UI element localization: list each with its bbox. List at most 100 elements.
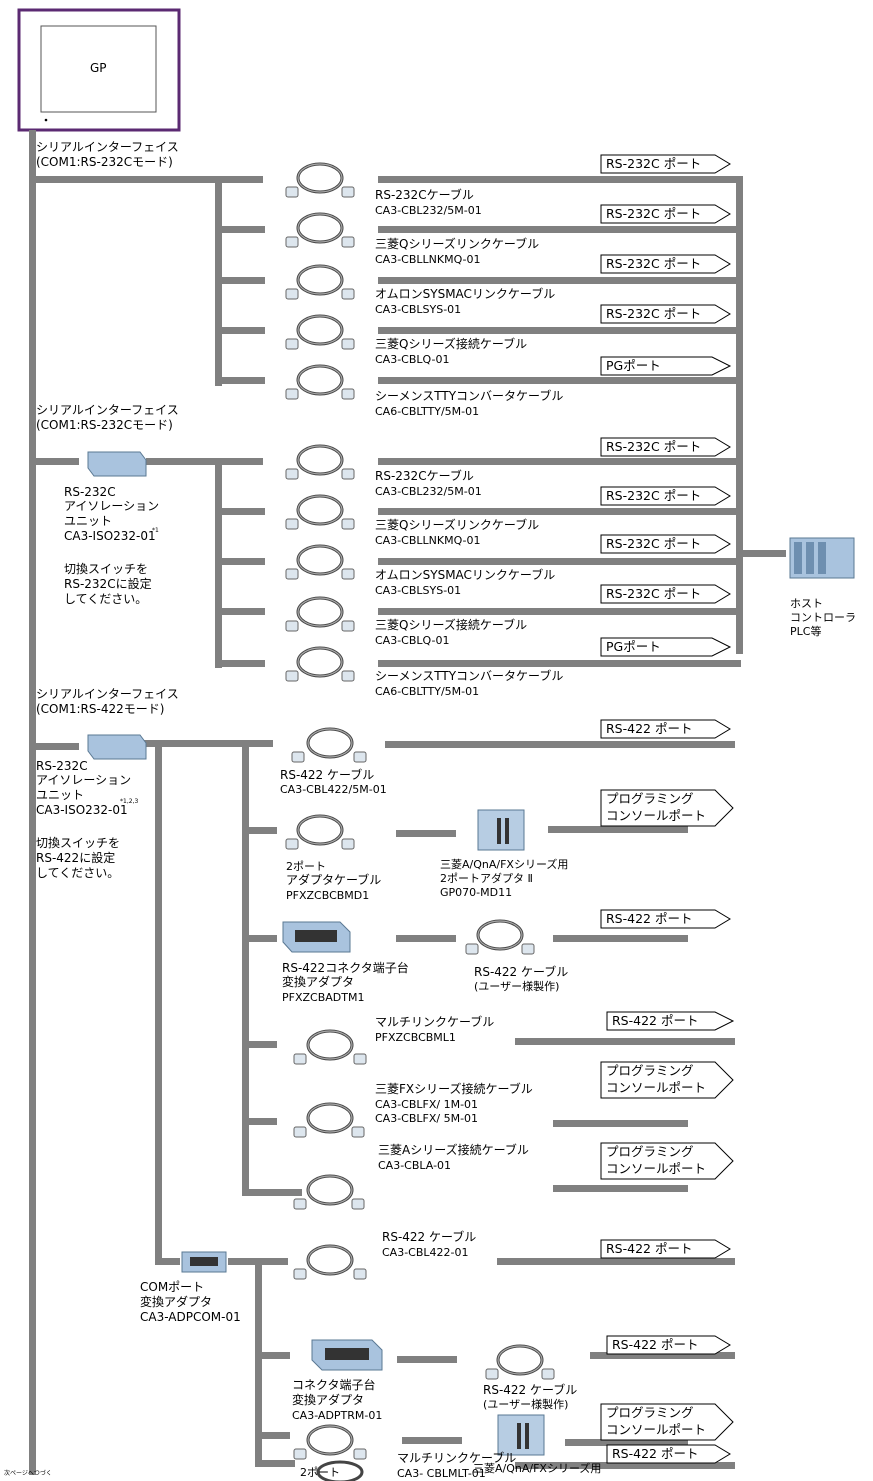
iso-note: RS-422に設定 bbox=[36, 851, 116, 865]
iso-line: CA3-ISO232-01 bbox=[36, 803, 128, 817]
host-bus-line bbox=[736, 176, 743, 654]
port-label: RS-422 ポート bbox=[612, 1013, 699, 1028]
com-adapter: CA3-ADPCOM-01 bbox=[140, 1310, 241, 1324]
cable-model: CA3-CBLQ-01 bbox=[375, 634, 450, 647]
host-line: PLC等 bbox=[790, 625, 822, 638]
cable-name: 三菱Qシリーズ接続ケーブル bbox=[375, 337, 528, 351]
prog-port: コンソールポート bbox=[606, 1161, 707, 1176]
host-line: コントローラ bbox=[790, 611, 856, 624]
section2-subtitle: (COM1:RS-232Cモード) bbox=[36, 418, 173, 432]
cable-model: CA3-CBLQ-01 bbox=[375, 353, 450, 366]
port-label: RS-422 ポート bbox=[612, 1337, 699, 1352]
port-label: RS-232C ポート bbox=[606, 256, 702, 271]
section1-title: シリアルインターフェイス bbox=[36, 140, 179, 154]
iso-note: 切換スイッチを bbox=[36, 836, 121, 850]
user-cable: (ユーザー様製作) bbox=[474, 980, 560, 993]
terminal-line: CA3-ADPTRM-01 bbox=[292, 1409, 383, 1422]
port-label: RS-422 ポート bbox=[606, 911, 693, 926]
port-label: RS-232C ポート bbox=[606, 488, 702, 503]
iso-line: RS-232C bbox=[36, 759, 88, 773]
cable-name: 三菱Qシリーズ接続ケーブル bbox=[375, 618, 528, 632]
cable-model: CA3-CBL232/5M-01 bbox=[375, 204, 482, 217]
cable-model: CA6-CBLTTY/5M-01 bbox=[375, 405, 480, 418]
user-cable: (ユーザー様製作) bbox=[483, 1398, 569, 1411]
prog-port: プログラミング bbox=[606, 1063, 694, 1078]
multilink-name: マルチリンクケーブル bbox=[397, 1451, 517, 1465]
terminal-line: PFXZCBADTM1 bbox=[282, 991, 365, 1004]
cable-name: RS-422 ケーブル bbox=[382, 1230, 477, 1244]
port-label: RS-232C ポート bbox=[606, 156, 702, 171]
md-adapter: 三菱A/QnA/FXシリーズ用 bbox=[473, 1462, 602, 1475]
iso-note: してください。 bbox=[36, 866, 120, 880]
iso-note: してください。 bbox=[64, 592, 148, 606]
multilink-name: マルチリンクケーブル bbox=[375, 1015, 495, 1029]
iso-note: 切換スイッチを bbox=[64, 562, 149, 576]
cable-model: CA3-CBLSYS-01 bbox=[375, 303, 462, 316]
a-cable: CA3-CBLA-01 bbox=[378, 1159, 452, 1172]
fx-cable: CA3-CBLFX/ 5M-01 bbox=[375, 1112, 479, 1125]
main-trunk-line bbox=[29, 130, 36, 1475]
cable-model: CA3-CBL232/5M-01 bbox=[375, 485, 482, 498]
iso-footnote: *1 bbox=[152, 527, 159, 534]
port-label: RS-232C ポート bbox=[606, 586, 702, 601]
section3-title: シリアルインターフェイス bbox=[36, 687, 179, 701]
com-adapter: 変換アダプタ bbox=[140, 1295, 213, 1309]
multilink-model: PFXZCBCBML1 bbox=[375, 1031, 456, 1044]
port-label: PGポート bbox=[606, 358, 661, 373]
cable-model: CA3-CBLSYS-01 bbox=[375, 584, 462, 597]
cable-name: RS-232Cケーブル bbox=[375, 469, 474, 483]
iso-line: アイソレーション bbox=[64, 499, 160, 513]
fx-cable: CA3-CBLFX/ 1M-01 bbox=[375, 1098, 479, 1111]
user-cable: RS-422 ケーブル bbox=[483, 1383, 578, 1397]
port-label: RS-232C ポート bbox=[606, 536, 702, 551]
cable-model: CA3-CBLLNKMQ-01 bbox=[375, 534, 481, 547]
multilink-model: CA3- CBLMLT-01 bbox=[397, 1467, 486, 1480]
iso-note: RS-232Cに設定 bbox=[64, 577, 152, 591]
device-icons bbox=[87, 451, 855, 1456]
cable-model: CA3-CBL422-01 bbox=[382, 1246, 469, 1259]
adapter-cable: 2ポート bbox=[300, 1466, 340, 1479]
adapter-line: 三菱A/QnA/FXシリーズ用 bbox=[440, 858, 569, 871]
port-label: RS-422 ポート bbox=[606, 721, 693, 736]
adapter-line: GP070-MD11 bbox=[440, 886, 513, 899]
iso-line: CA3-ISO232-01 bbox=[64, 529, 156, 543]
port-label: RS-422 ポート bbox=[606, 1241, 693, 1256]
cable-name: RS-232Cケーブル bbox=[375, 188, 474, 202]
adapter-cable: 2ポート bbox=[286, 860, 326, 873]
cable-icons bbox=[285, 162, 555, 1481]
a-cable: 三菱Aシリーズ接続ケーブル bbox=[378, 1143, 529, 1157]
iso-line: RS-232C bbox=[64, 485, 116, 499]
com-adapter: COMポート bbox=[140, 1280, 205, 1294]
cable-name: シーメンスTTYコンバータケーブル bbox=[375, 669, 564, 683]
section3-subtitle: (COM1:RS-422モード) bbox=[36, 702, 165, 716]
gp-screen bbox=[40, 25, 157, 113]
prog-port: プログラミング bbox=[606, 1144, 694, 1159]
adapter-cable: PFXZCBCBMD1 bbox=[286, 889, 370, 902]
cable-model: CA6-CBLTTY/5M-01 bbox=[375, 685, 480, 698]
port-label: PGポート bbox=[606, 639, 661, 654]
cable-name: RS-422 ケーブル bbox=[280, 768, 375, 782]
port-label: RS-232C ポート bbox=[606, 439, 702, 454]
adapter-line: 2ポートアダプタ Ⅱ bbox=[440, 872, 533, 885]
cable-model: CA3-CBL422/5M-01 bbox=[280, 783, 387, 796]
iso-line: アイソレーション bbox=[36, 773, 132, 787]
prog-port: プログラミング bbox=[606, 791, 694, 806]
prog-port: コンソールポート bbox=[606, 808, 707, 823]
iso-line: ユニット bbox=[36, 788, 85, 802]
port-boxes bbox=[600, 154, 735, 1464]
terminal-line: 変換アダプタ bbox=[282, 975, 355, 989]
prog-port: プログラミング bbox=[606, 1405, 694, 1420]
cable-name: オムロンSYSMACリンクケーブル bbox=[375, 568, 556, 582]
cable-name: シーメンスTTYコンバータケーブル bbox=[375, 389, 564, 403]
terminal-line: 変換アダプタ bbox=[292, 1393, 365, 1407]
cable-name: 三菱Qシリーズリンクケーブル bbox=[375, 518, 540, 532]
user-cable: RS-422 ケーブル bbox=[474, 965, 569, 979]
iso-footnote: *1,2,3 bbox=[120, 798, 139, 805]
continue-note: 次ページへつづく bbox=[4, 1470, 52, 1477]
cable-name: 三菱Qシリーズリンクケーブル bbox=[375, 237, 540, 251]
gp-label: GP bbox=[90, 61, 107, 75]
cable-model: CA3-CBLLNKMQ-01 bbox=[375, 253, 481, 266]
iso-line: ユニット bbox=[64, 514, 113, 528]
prog-port: コンソールポート bbox=[606, 1422, 707, 1437]
